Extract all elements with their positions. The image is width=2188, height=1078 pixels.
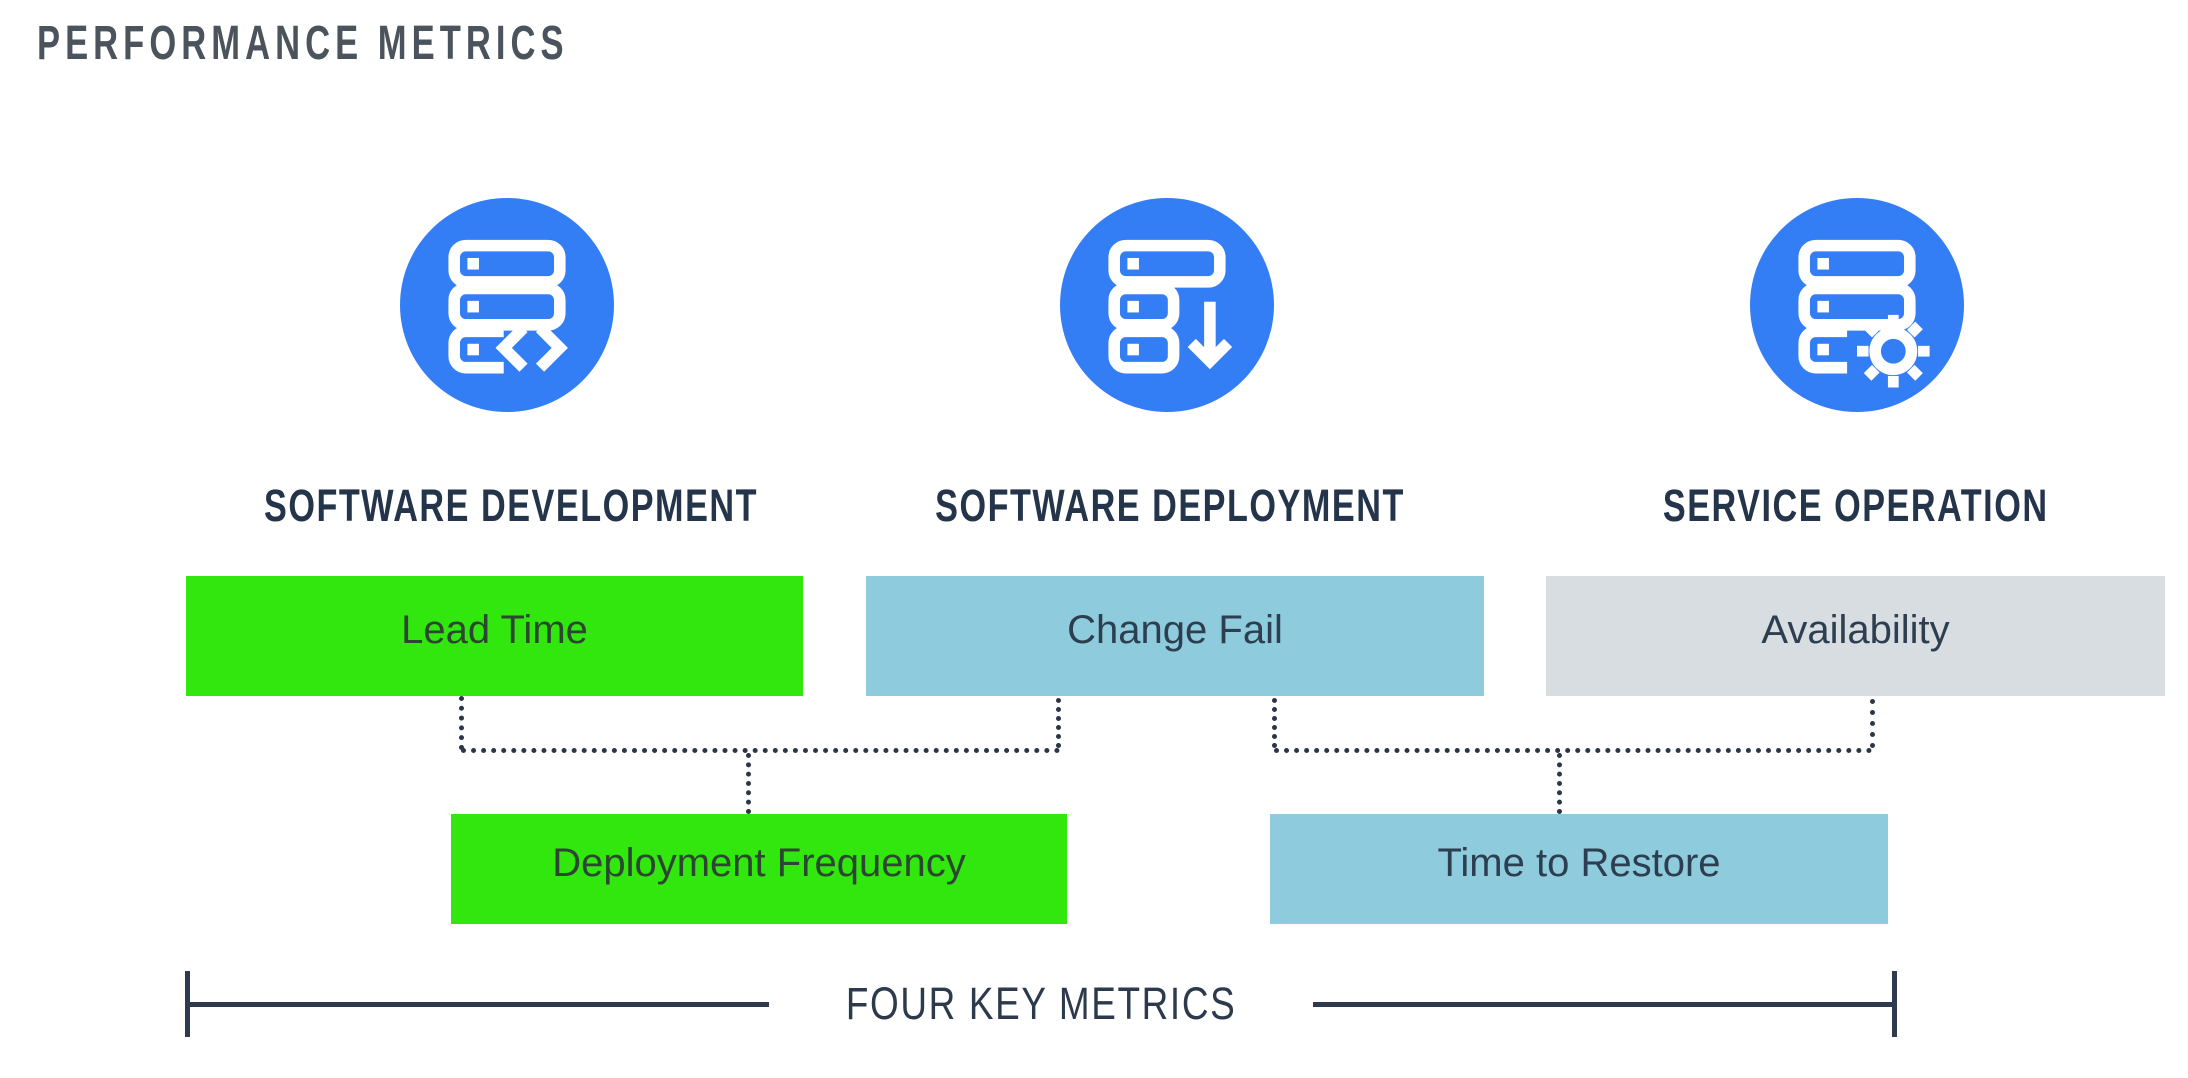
metric-bar-time-to-restore: Time to Restore (1270, 814, 1888, 924)
server-code-icon (400, 198, 614, 412)
page-title-text: PERFORMANCE METRICS (37, 17, 569, 70)
four-key-metrics-bracket: FOUR KEY METRICS (185, 971, 1898, 1037)
server-gear-icon (1750, 198, 1964, 412)
column-heading-text: SERVICE OPERATION (1663, 480, 2049, 531)
metric-bar-label: Deployment Frequency (552, 840, 966, 885)
metric-bar-deployment-frequency: Deployment Frequency (451, 814, 1067, 924)
dotted-connector-vertical (1056, 698, 1061, 748)
metric-bar-change-fail: Change Fail (866, 576, 1484, 696)
column-heading-software-development: SOFTWARE DEVELOPMENT (186, 480, 826, 532)
bracket-right-line (1313, 1001, 1893, 1007)
dotted-connector-vertical (1870, 699, 1875, 748)
page-title: PERFORMANCE METRICS (37, 16, 775, 71)
column-heading-text: SOFTWARE DEVELOPMENT (264, 480, 759, 531)
column-heading-text: SOFTWARE DEPLOYMENT (935, 480, 1405, 531)
metric-bar-label: Time to Restore (1437, 840, 1721, 885)
metric-bar-availability: Availability (1546, 576, 2165, 696)
metric-bar-label: Availability (1761, 607, 1950, 652)
bracket-left-tick (185, 971, 190, 1037)
dotted-connector-horizontal (1274, 748, 1872, 753)
column-heading-service-operation: SERVICE OPERATION (1536, 480, 2176, 532)
bracket-label: FOUR KEY METRICS (769, 978, 1313, 1030)
dotted-connector-horizontal (461, 748, 1060, 753)
metric-bar-lead-time: Lead Time (186, 576, 803, 696)
dotted-connector-vertical (1557, 753, 1562, 814)
bracket-label-text: FOUR KEY METRICS (845, 978, 1237, 1029)
column-heading-software-deployment: SOFTWARE DEPLOYMENT (850, 480, 1490, 532)
metric-bar-label: Change Fail (1067, 607, 1283, 652)
metric-bar-label: Lead Time (401, 607, 588, 652)
server-download-icon (1060, 198, 1274, 412)
dotted-connector-vertical (459, 696, 464, 750)
bracket-right-tick (1892, 971, 1898, 1037)
bracket-left-line (190, 1001, 769, 1007)
dotted-connector-vertical (1272, 698, 1277, 748)
dotted-connector-vertical (746, 753, 751, 814)
